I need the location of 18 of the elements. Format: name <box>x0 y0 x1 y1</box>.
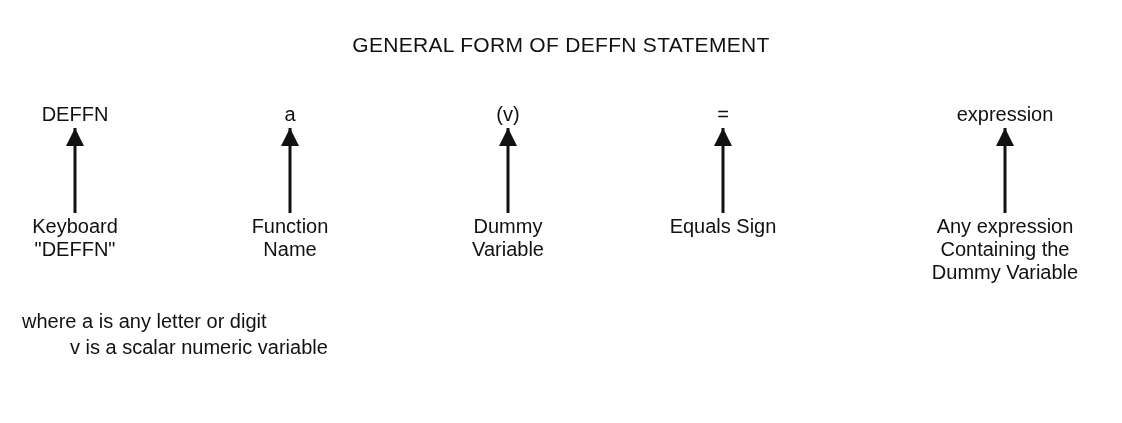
arrow <box>66 128 84 213</box>
footnote: where a is any letter or digit <box>22 310 267 333</box>
statement-part: (v) <box>496 103 520 126</box>
part-description: Equals Sign <box>668 215 778 238</box>
arrow <box>281 128 299 213</box>
arrow <box>714 128 732 213</box>
diagram-title: GENERAL FORM OF DEFFN STATEMENT <box>351 33 771 57</box>
statement-part: DEFFN <box>41 103 109 126</box>
statement-part: = <box>717 103 729 126</box>
statement-part: expression <box>956 103 1054 126</box>
part-description: Any expression Containing the Dummy Variable <box>910 215 1100 284</box>
arrow <box>996 128 1014 213</box>
footnote: v is a scalar numeric variable <box>70 336 328 359</box>
part-description: Dummy Variable <box>453 215 563 261</box>
statement-part: a <box>284 103 296 126</box>
part-description: Keyboard "DEFFN" <box>20 215 130 261</box>
part-description: Function Name <box>235 215 345 261</box>
arrow <box>499 128 517 213</box>
